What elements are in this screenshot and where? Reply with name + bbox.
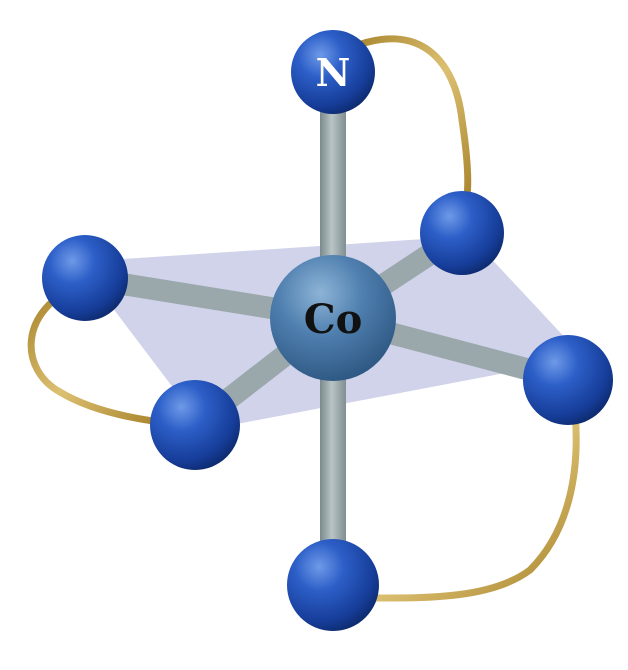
central-atom-sphere (270, 255, 396, 381)
chelate-ribbon-left (27, 286, 164, 426)
ligand-sphere-bottom (287, 539, 379, 631)
chelate-ribbon-bottom-right (366, 408, 580, 602)
ligand-sphere-top (291, 30, 375, 114)
ligand-sphere-back-right (420, 191, 504, 275)
chelate-ribbon-top-right (346, 35, 472, 209)
ligand-sphere-right (523, 335, 613, 425)
ligand-sphere-left (42, 235, 128, 321)
ligand-label-top: N (316, 50, 351, 95)
central-atom-label: Co (304, 296, 363, 343)
ligand-sphere-front-left (150, 380, 240, 470)
